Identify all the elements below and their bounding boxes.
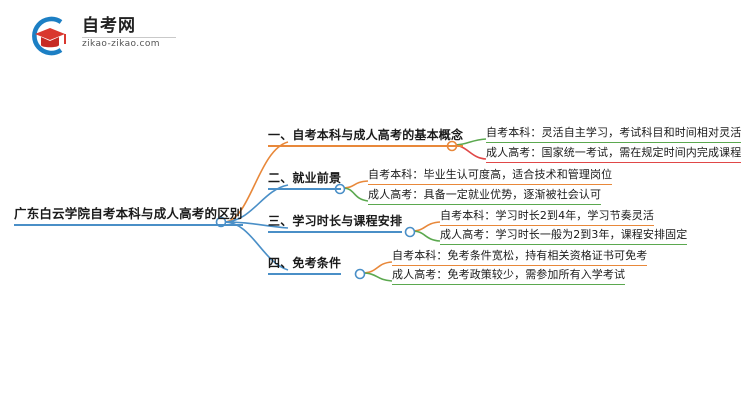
mindmap-leaf-node-4-2[interactable]: 成人高考：免考政策较少，需参加所有入学考试 — [392, 266, 626, 285]
mindmap-leaf-node-1-2[interactable]: 成人高考：国家统一考试，需在规定时间内完成课程 — [486, 144, 742, 163]
connector-root-to-branch-2 — [223, 184, 289, 223]
connector-branch-2-leaf-1 — [341, 180, 369, 189]
mindmap-root-node[interactable]: 广东白云学院自考本科与成人高考的区别 — [14, 203, 243, 226]
logo-brand-cn: 自考网 — [82, 16, 136, 36]
mindmap-leaf-node-2-1[interactable]: 自考本科：毕业生认可度高，适合技术和管理岗位 — [368, 166, 613, 185]
connector-branch-2-leaf-2 — [341, 187, 369, 202]
logo-wordmark: 自考网 zikao-zikao.com — [82, 16, 178, 50]
connector-branch-3-leaf-1 — [411, 221, 441, 232]
connector-root-to-branch-3 — [223, 221, 289, 229]
site-logo[interactable]: 自考网 zikao-zikao.com — [28, 12, 178, 60]
mindmap-branch-node-1[interactable]: 一、自考本科与成人高考的基本概念 — [268, 126, 464, 147]
mindmap-leaf-node-2-2[interactable]: 成人高考：具备一定就业优势，逐渐被社会认可 — [368, 186, 602, 205]
mindmap-leaf-node-1-1[interactable]: 自考本科：灵活自主学习，考试科目和时间相对灵活 — [486, 124, 742, 143]
mindmap-leaf-node-3-1[interactable]: 自考本科：学习时长2到4年，学习节奏灵活 — [440, 207, 654, 226]
mindmap-leaf-node-4-1[interactable]: 自考本科：免考条件宽松，持有相关资格证书可免考 — [392, 247, 648, 266]
connector-root-to-branch-1 — [223, 141, 289, 223]
mindmap-leaf-node-3-2[interactable]: 成人高考：学习时长一般为2到3年，课程安排固定 — [440, 226, 688, 245]
connector-root-to-branch-4 — [223, 221, 289, 271]
logo-brand-domain: zikao-zikao.com — [82, 39, 160, 49]
node-dot-branch-3[interactable] — [404, 226, 416, 238]
connector-branch-3-leaf-2 — [411, 230, 441, 242]
mindmap-branch-node-3[interactable]: 三、学习时长与课程安排 — [268, 212, 403, 233]
graduation-cap-logo-icon — [32, 16, 66, 56]
mindmap-branch-node-4[interactable]: 四、免考条件 — [268, 254, 342, 275]
node-dot-branch-4[interactable] — [354, 268, 366, 280]
connector-branch-4-leaf-1 — [361, 261, 393, 274]
logo-divider — [82, 37, 176, 38]
mindmap-branch-node-2[interactable]: 二、就业前景 — [268, 169, 342, 190]
connector-branch-4-leaf-2 — [361, 272, 393, 282]
